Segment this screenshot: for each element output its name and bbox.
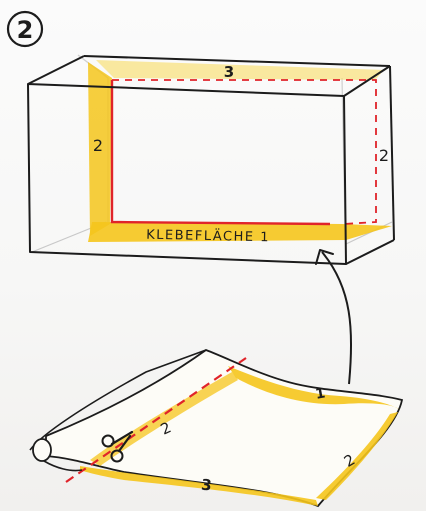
- box-top-edge-label: 3: [224, 63, 234, 81]
- glue-strip-top: [96, 60, 384, 80]
- glue-area-label: KLEBEFLÄCHE 1: [146, 227, 270, 246]
- step-badge: 2: [8, 12, 42, 46]
- glue-outline-dashed: [112, 80, 376, 224]
- box-right-edge-label: 2: [379, 146, 389, 165]
- box-left-edge-label: 2: [93, 136, 103, 155]
- box-right-back-edge: [390, 66, 394, 240]
- box-top-left-edge: [28, 56, 84, 84]
- glue-outline-solid: [112, 80, 330, 224]
- sheet-body: [46, 350, 402, 506]
- box-frame: 3 2 2 KLEBEFLÄCHE 1: [28, 55, 394, 264]
- roll-end: [33, 439, 51, 461]
- sheet-bottom-edge-label: 3: [200, 476, 212, 495]
- roll-bottom-edge: [44, 461, 82, 471]
- sheet-top-edge-label: 1: [314, 385, 326, 402]
- arrow-shaft: [322, 252, 351, 384]
- tape-sheet: 1 2 2 3: [30, 350, 402, 506]
- curved-arrow-icon: [316, 250, 351, 384]
- box-bottom-right-edge: [346, 240, 394, 264]
- step-number: 2: [17, 16, 34, 44]
